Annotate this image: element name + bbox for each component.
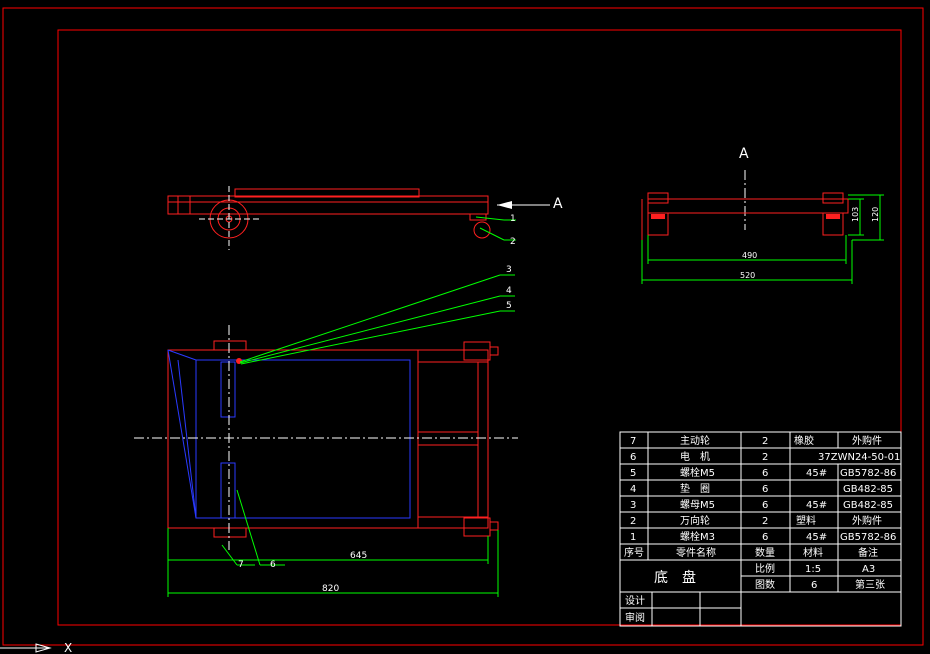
svg-text:数量: 数量 xyxy=(755,546,775,559)
svg-text:6: 6 xyxy=(762,532,768,543)
svg-text:4: 4 xyxy=(630,484,636,495)
drawing-no-label: 图数 xyxy=(755,578,775,591)
svg-text:2: 2 xyxy=(762,436,768,447)
view-arrow xyxy=(497,201,550,209)
svg-text:备注: 备注 xyxy=(858,546,878,559)
svg-text:垫 圈: 垫 圈 xyxy=(680,482,710,495)
svg-text:螺栓M5: 螺栓M5 xyxy=(680,466,715,479)
bom-row: 7 主动轮 2 橡胶 外购件 xyxy=(630,434,882,447)
svg-text:6: 6 xyxy=(630,452,636,463)
svg-text:37ZWN24-50-01: 37ZWN24-50-01 xyxy=(818,452,900,463)
dim-plan-inner: 645 xyxy=(350,551,367,561)
bom-row: 4 垫 圈 6 GB482-85 xyxy=(630,482,893,495)
bom-row: 1 螺栓M3 6 45# GB5782-86 xyxy=(630,530,896,543)
svg-text:螺栓M3: 螺栓M3 xyxy=(680,530,715,543)
callout-7: 7 xyxy=(238,560,244,570)
svg-text:45#: 45# xyxy=(806,468,827,479)
svg-text:万向轮: 万向轮 xyxy=(680,514,710,527)
callout-3: 3 xyxy=(506,265,512,275)
drawing-no: 6 xyxy=(811,580,817,591)
dim-side-inner: 490 xyxy=(742,251,757,260)
svg-text:GB482-85: GB482-85 xyxy=(843,500,893,511)
svg-text:GB482-85: GB482-85 xyxy=(843,484,893,495)
dim-side-total-height: 120 xyxy=(871,207,880,222)
end-view xyxy=(641,192,849,240)
bom-row: 2 万向轮 2 塑料 外购件 xyxy=(630,514,882,527)
designer-label: 设计 xyxy=(625,594,645,607)
svg-text:外购件: 外购件 xyxy=(852,514,882,527)
svg-text:序号: 序号 xyxy=(624,546,644,559)
svg-text:6: 6 xyxy=(762,484,768,495)
bom-table xyxy=(619,431,902,627)
plan-centerlines xyxy=(134,325,518,550)
view-label-side: A xyxy=(553,196,563,212)
scale-value: 1:5 xyxy=(805,564,821,575)
plan-view xyxy=(167,340,499,538)
plan-dims xyxy=(167,528,499,597)
svg-text:5: 5 xyxy=(630,468,636,479)
bom-rows: 7 主动轮 2 橡胶 外购件 6 电 机 2 37ZWN24-50-01 5 螺… xyxy=(624,434,900,559)
dim-side-total: 520 xyxy=(740,271,755,280)
callout-leaders-345 xyxy=(221,274,515,566)
svg-text:外购件: 外购件 xyxy=(852,434,882,447)
sheet-size: A3 xyxy=(862,564,875,575)
callout-1: 1 xyxy=(510,214,516,224)
scale-label: 比例 xyxy=(755,562,775,575)
sheet-number: 第三张 xyxy=(855,578,885,591)
bom-row: 3 螺母M5 6 45# GB482-85 xyxy=(630,499,893,511)
svg-text:7: 7 xyxy=(630,436,636,447)
svg-text:材料: 材料 xyxy=(803,546,823,559)
svg-text:3: 3 xyxy=(630,500,636,511)
side-view xyxy=(167,188,491,239)
callout-4: 4 xyxy=(506,286,512,296)
svg-text:2: 2 xyxy=(762,452,768,463)
bom-row: 5 螺栓M5 6 45# GB5782-86 xyxy=(630,466,896,479)
svg-text:6: 6 xyxy=(762,500,768,511)
svg-text:GB5782-86: GB5782-86 xyxy=(840,532,896,543)
callout-5: 5 xyxy=(506,301,512,311)
end-wheels xyxy=(651,214,840,219)
end-dims xyxy=(641,194,884,284)
inner-frame xyxy=(57,29,902,626)
reviewer-label: 审阅 xyxy=(625,611,645,624)
svg-text:6: 6 xyxy=(762,468,768,479)
drawing-title: 底 盘 xyxy=(654,569,696,586)
callout-leaders-12 xyxy=(475,216,516,241)
bom-row: 6 电 机 2 37ZWN24-50-01 xyxy=(630,450,900,463)
svg-text:45#: 45# xyxy=(806,532,827,543)
svg-text:1: 1 xyxy=(630,532,636,543)
svg-text:电 机: 电 机 xyxy=(680,450,710,463)
outer-frame xyxy=(2,7,924,646)
svg-text:主动轮: 主动轮 xyxy=(680,434,710,447)
view-label-end: A xyxy=(739,146,749,162)
bom-header: 序号 零件名称 数量 材料 备注 xyxy=(624,546,878,559)
svg-text:2: 2 xyxy=(630,516,636,527)
callout-6: 6 xyxy=(270,560,276,570)
svg-text:塑料: 塑料 xyxy=(796,514,816,527)
svg-text:45#: 45# xyxy=(806,500,827,511)
svg-text:橡胶: 橡胶 xyxy=(794,434,814,447)
plan-hidden xyxy=(167,349,411,519)
side-centerlines xyxy=(199,186,259,250)
ucs-x-label: X xyxy=(64,641,72,654)
svg-text:2: 2 xyxy=(762,516,768,527)
ucs-icon xyxy=(0,643,52,653)
dim-side-height: 103 xyxy=(851,207,860,222)
svg-text:螺母M5: 螺母M5 xyxy=(680,499,715,511)
svg-text:GB5782-86: GB5782-86 xyxy=(840,468,896,479)
dim-plan-total: 820 xyxy=(322,584,339,594)
svg-text:零件名称: 零件名称 xyxy=(676,546,716,559)
callout-2: 2 xyxy=(510,237,516,247)
